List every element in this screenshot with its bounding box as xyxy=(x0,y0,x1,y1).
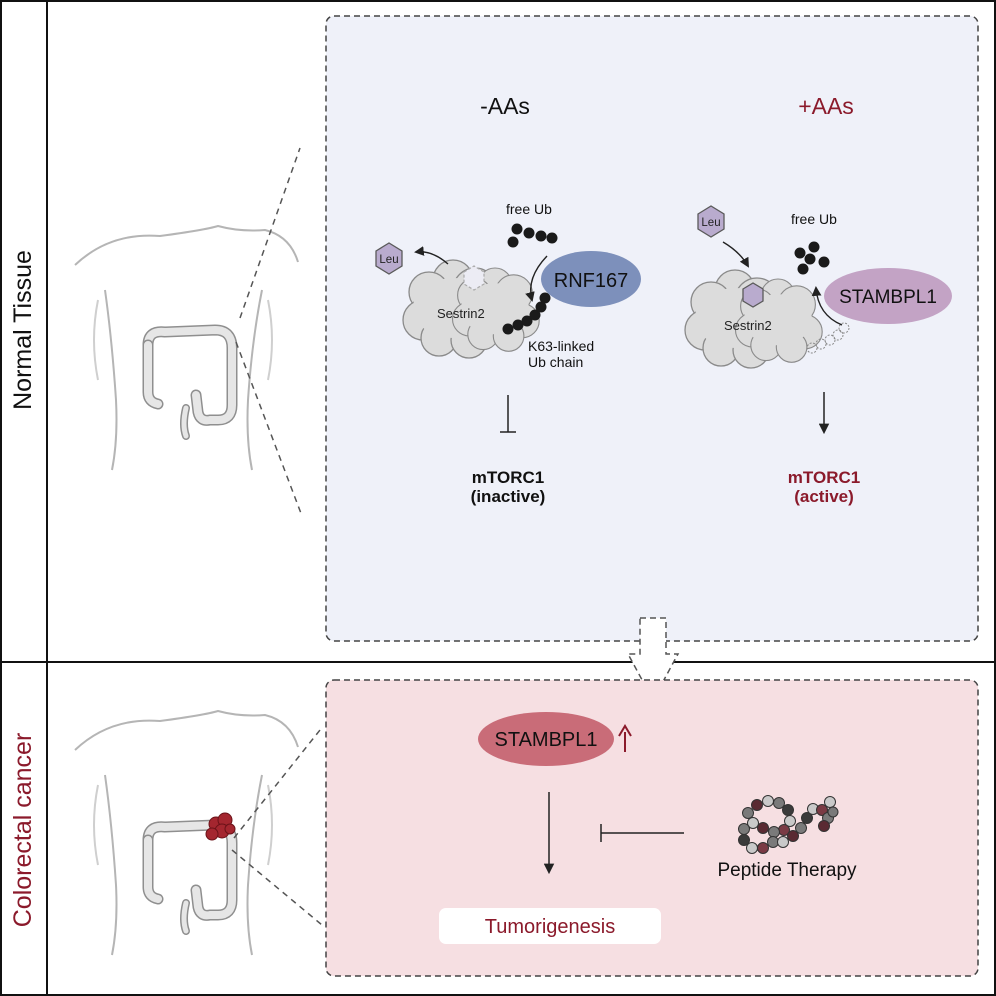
free-ub-dots-left xyxy=(507,223,558,248)
colon-illustration-cancer xyxy=(142,819,238,935)
k63-ub-chain-left xyxy=(502,292,551,335)
deubiquitination-arrow xyxy=(811,286,843,326)
leu-label-left: Leu xyxy=(379,254,398,266)
zoom-line-top-lower xyxy=(235,341,303,517)
free-ub-label-left: free Ub xyxy=(506,201,552,217)
k63-chain-label-line2: Ub chain xyxy=(528,354,583,370)
torso-illustration-normal xyxy=(74,224,299,471)
k63-chain-label-line1: K63-linked xyxy=(528,338,594,354)
torso-illustration-cancer xyxy=(74,709,299,956)
mtorc1-inactive-line1: mTORC1 xyxy=(472,468,544,487)
cancer-mechanism-panel xyxy=(325,679,979,977)
empty-leu-site-icon xyxy=(463,265,485,291)
ub-ligation-arrow xyxy=(525,255,548,302)
stambpl1-enzyme-normal xyxy=(824,268,952,324)
cleaved-ub-chain-right xyxy=(806,322,850,354)
leu-label-right: Leu xyxy=(701,217,720,229)
free-ub-dots-right xyxy=(794,241,830,275)
stambpl1-label-cancer: STAMBPL1 xyxy=(495,729,598,751)
sestrin2-label-left: Sestrin2 xyxy=(437,306,485,321)
rnf167-enzyme xyxy=(541,251,641,307)
rnf167-label: RNF167 xyxy=(554,270,628,292)
leu-hexagon-left-icon xyxy=(375,242,403,275)
leu-release-arrow xyxy=(414,246,449,265)
peptide-chain-icon xyxy=(738,795,839,854)
zoom-line-top-upper xyxy=(239,147,301,319)
transition-arrow xyxy=(626,617,680,702)
stambpl1-enzyme-cancer xyxy=(478,712,614,766)
plus-aa-label: +AAs xyxy=(798,93,854,119)
peptide-therapy-label: Peptide Therapy xyxy=(717,860,857,881)
stambpl1-label-normal: STAMBPL1 xyxy=(839,287,937,308)
minus-aa-label: -AAs xyxy=(480,93,530,119)
upregulation-arrow-icon xyxy=(618,724,632,752)
bound-leu-icon xyxy=(742,282,764,308)
tumorigenesis-box xyxy=(439,908,661,944)
zoom-line-bottom-lower xyxy=(231,849,323,926)
leu-binding-arrow xyxy=(722,241,749,268)
mtorc1-active-line2: (active) xyxy=(794,487,854,506)
tumorigenesis-label: Tumorigenesis xyxy=(485,916,615,938)
leu-hexagon-right-icon xyxy=(697,205,725,238)
normal-mechanism-panel xyxy=(325,15,979,642)
normal-tissue-label: Normal Tissue xyxy=(9,250,37,410)
mtorc1-inactive-line2: (inactive) xyxy=(471,487,546,506)
sestrin2-label-right: Sestrin2 xyxy=(724,318,772,333)
mtorc1-active-line1: mTORC1 xyxy=(788,468,860,487)
colon-illustration-normal xyxy=(142,324,238,440)
free-ub-label-right: free Ub xyxy=(791,211,837,227)
zoom-line-bottom-upper xyxy=(233,729,321,839)
colorectal-cancer-label: Colorectal cancer xyxy=(9,733,37,928)
tumor-icon xyxy=(205,812,236,841)
